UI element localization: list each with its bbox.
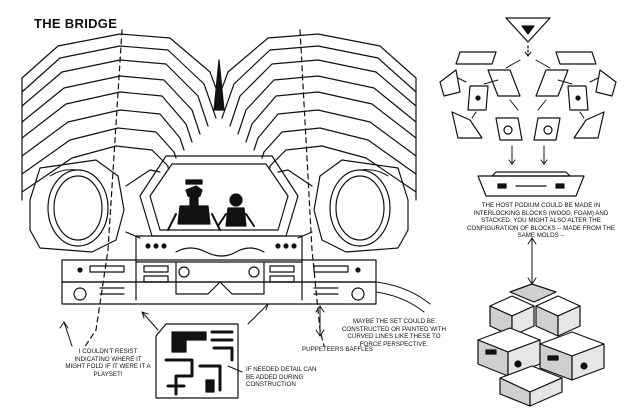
note-puppeteers-baffles: PUPPETEERS BAFFLES (302, 346, 373, 353)
host-console (61, 235, 377, 305)
right-wing-slats (213, 33, 417, 201)
left-wing-slats (21, 33, 225, 201)
left-porthole (29, 159, 125, 253)
floor-circuit-detail (155, 323, 239, 399)
fold-lines (83, 29, 325, 349)
note-host-podium-blocks: THE HOST PODIUM COULD BE MADE IN INTERLO… (467, 202, 615, 240)
center-apex (213, 59, 225, 111)
sheet-title: THE BRIDGE (34, 16, 118, 31)
robot-silhouettes (167, 179, 255, 231)
note-construction-detail: IF NEEDED DETAIL CAN BE ADDED DURING CON… (246, 366, 317, 389)
annotation-arrows (59, 303, 325, 373)
central-window (139, 155, 299, 237)
right-porthole (313, 159, 409, 253)
note-forced-perspective: MAYBE THE SET COULD BE CONSTRUCTED OR PA… (341, 318, 447, 348)
note-playset-fold: I COULDN'T RESIST INDICATING WHERE IT MI… (65, 348, 151, 378)
stacked-podium-render (477, 283, 605, 407)
perspective-curves (375, 281, 431, 313)
podium-blocks (439, 17, 617, 197)
